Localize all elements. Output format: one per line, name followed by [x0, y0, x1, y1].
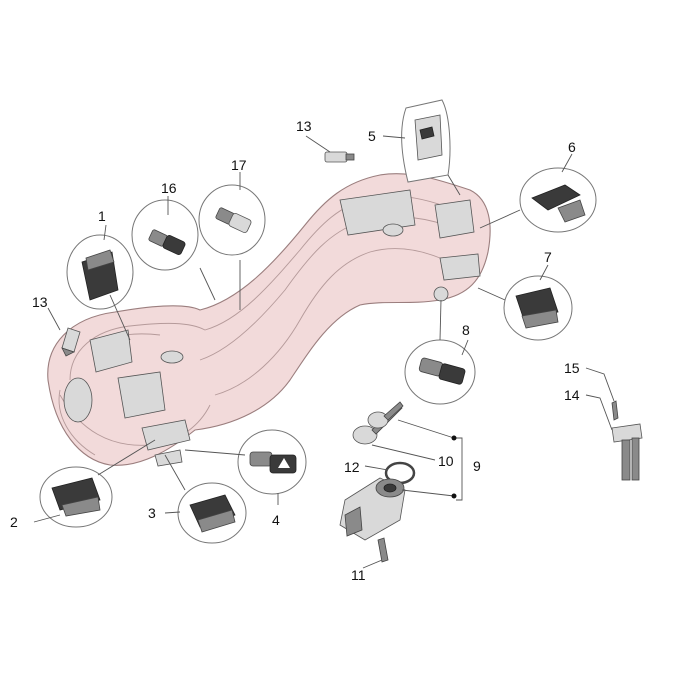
- callout-11: 11: [351, 567, 366, 583]
- lock-screw: [377, 537, 389, 563]
- callout-1: 1: [98, 208, 106, 224]
- callout-4: 4: [272, 512, 280, 528]
- callout-15: 15: [564, 360, 580, 376]
- keys: [352, 401, 404, 445]
- callout-7: 7: [544, 249, 552, 265]
- part-3-bubble: [177, 482, 247, 544]
- part-7-bubble: [503, 275, 573, 341]
- callout-12: 12: [344, 459, 360, 475]
- callout-10: 10: [438, 453, 454, 469]
- callout-labels: 1 2 3 4 5 6 7 8 9 10 11 12 13 13 14 15 1…: [10, 118, 580, 583]
- callout-14: 14: [564, 387, 580, 403]
- leader-lines: [33, 135, 615, 569]
- callout-3: 3: [148, 505, 156, 521]
- callout-6: 6: [568, 139, 576, 155]
- part-16-bubble: [131, 199, 199, 271]
- callout-16: 16: [161, 180, 177, 196]
- part-8-bubble: [404, 339, 476, 405]
- part-5-bubble: [401, 99, 451, 183]
- part-4-bubble: [237, 429, 307, 495]
- part-15-screw: [611, 400, 619, 421]
- callout-13-top: 13: [296, 118, 312, 134]
- part-14-bracket: [611, 423, 643, 481]
- part-17-bubble: [198, 184, 266, 256]
- callout-17: 17: [231, 157, 247, 173]
- part-6-bubble: [519, 167, 597, 233]
- handlebar-cover: [47, 173, 491, 467]
- callout-9: 9: [473, 458, 481, 474]
- callout-2: 2: [10, 514, 18, 530]
- part-2-bubble: [39, 466, 113, 528]
- callout-5: 5: [368, 128, 376, 144]
- part-13a-screw: [61, 327, 81, 357]
- part-13b-screw: [324, 151, 355, 163]
- callout-8: 8: [462, 322, 470, 338]
- ignition-lock: [339, 477, 406, 541]
- part-1-bubble: [66, 234, 134, 310]
- callout-13-left: 13: [32, 294, 48, 310]
